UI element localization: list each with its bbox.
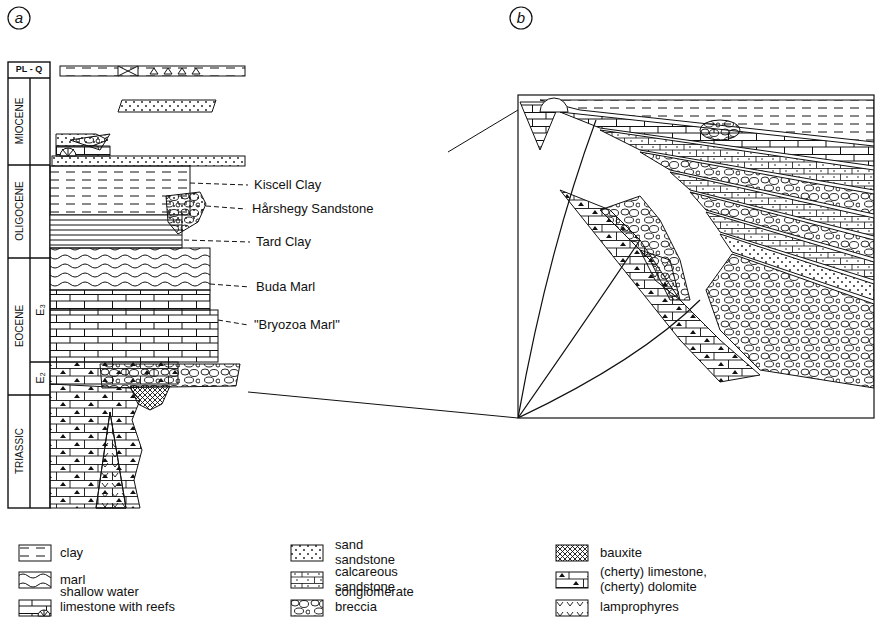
legend-swatch	[290, 571, 324, 589]
legend-text: bauxite	[600, 546, 720, 561]
formation-label: "Bryozoa Marl"	[254, 318, 340, 332]
legend-swatch	[555, 571, 589, 589]
epoch-label: MIOCENE	[14, 98, 25, 145]
formation-label: Buda Marl	[256, 280, 315, 294]
epoch-label: PL - Q	[16, 65, 42, 75]
legend-swatch	[290, 599, 324, 617]
stage-label: E₂	[34, 372, 46, 384]
formation-label: Kiscell Clay	[254, 178, 321, 192]
formation-label: Tard Clay	[256, 235, 311, 249]
legend-text: sand sandstone	[335, 538, 407, 568]
legend-text: lamprophyres	[600, 600, 720, 615]
legend-text: shallow water limestone with reefs	[60, 585, 188, 615]
panel-letter: a	[15, 10, 23, 27]
legend-swatch	[18, 571, 52, 589]
epoch-label: EOCENE	[14, 305, 25, 347]
epoch-label: TRIASSIC	[14, 428, 25, 474]
legend-swatch	[290, 544, 324, 562]
legend-text: (cherty) limestone, (cherty) dolomite	[600, 565, 735, 595]
legend-text: conglomerate breccia	[335, 585, 430, 615]
formation-label: Hårshegy Sandstone	[252, 202, 373, 216]
panel-letter: b	[517, 10, 525, 27]
legend-swatch	[18, 599, 52, 617]
stage-label: E₃	[34, 304, 46, 316]
epoch-label: OLIGOCENE	[14, 181, 25, 240]
legend-swatch	[555, 544, 589, 562]
legend-text: clay	[60, 546, 180, 561]
legend-swatch	[18, 544, 52, 562]
legend-swatch	[555, 599, 589, 617]
